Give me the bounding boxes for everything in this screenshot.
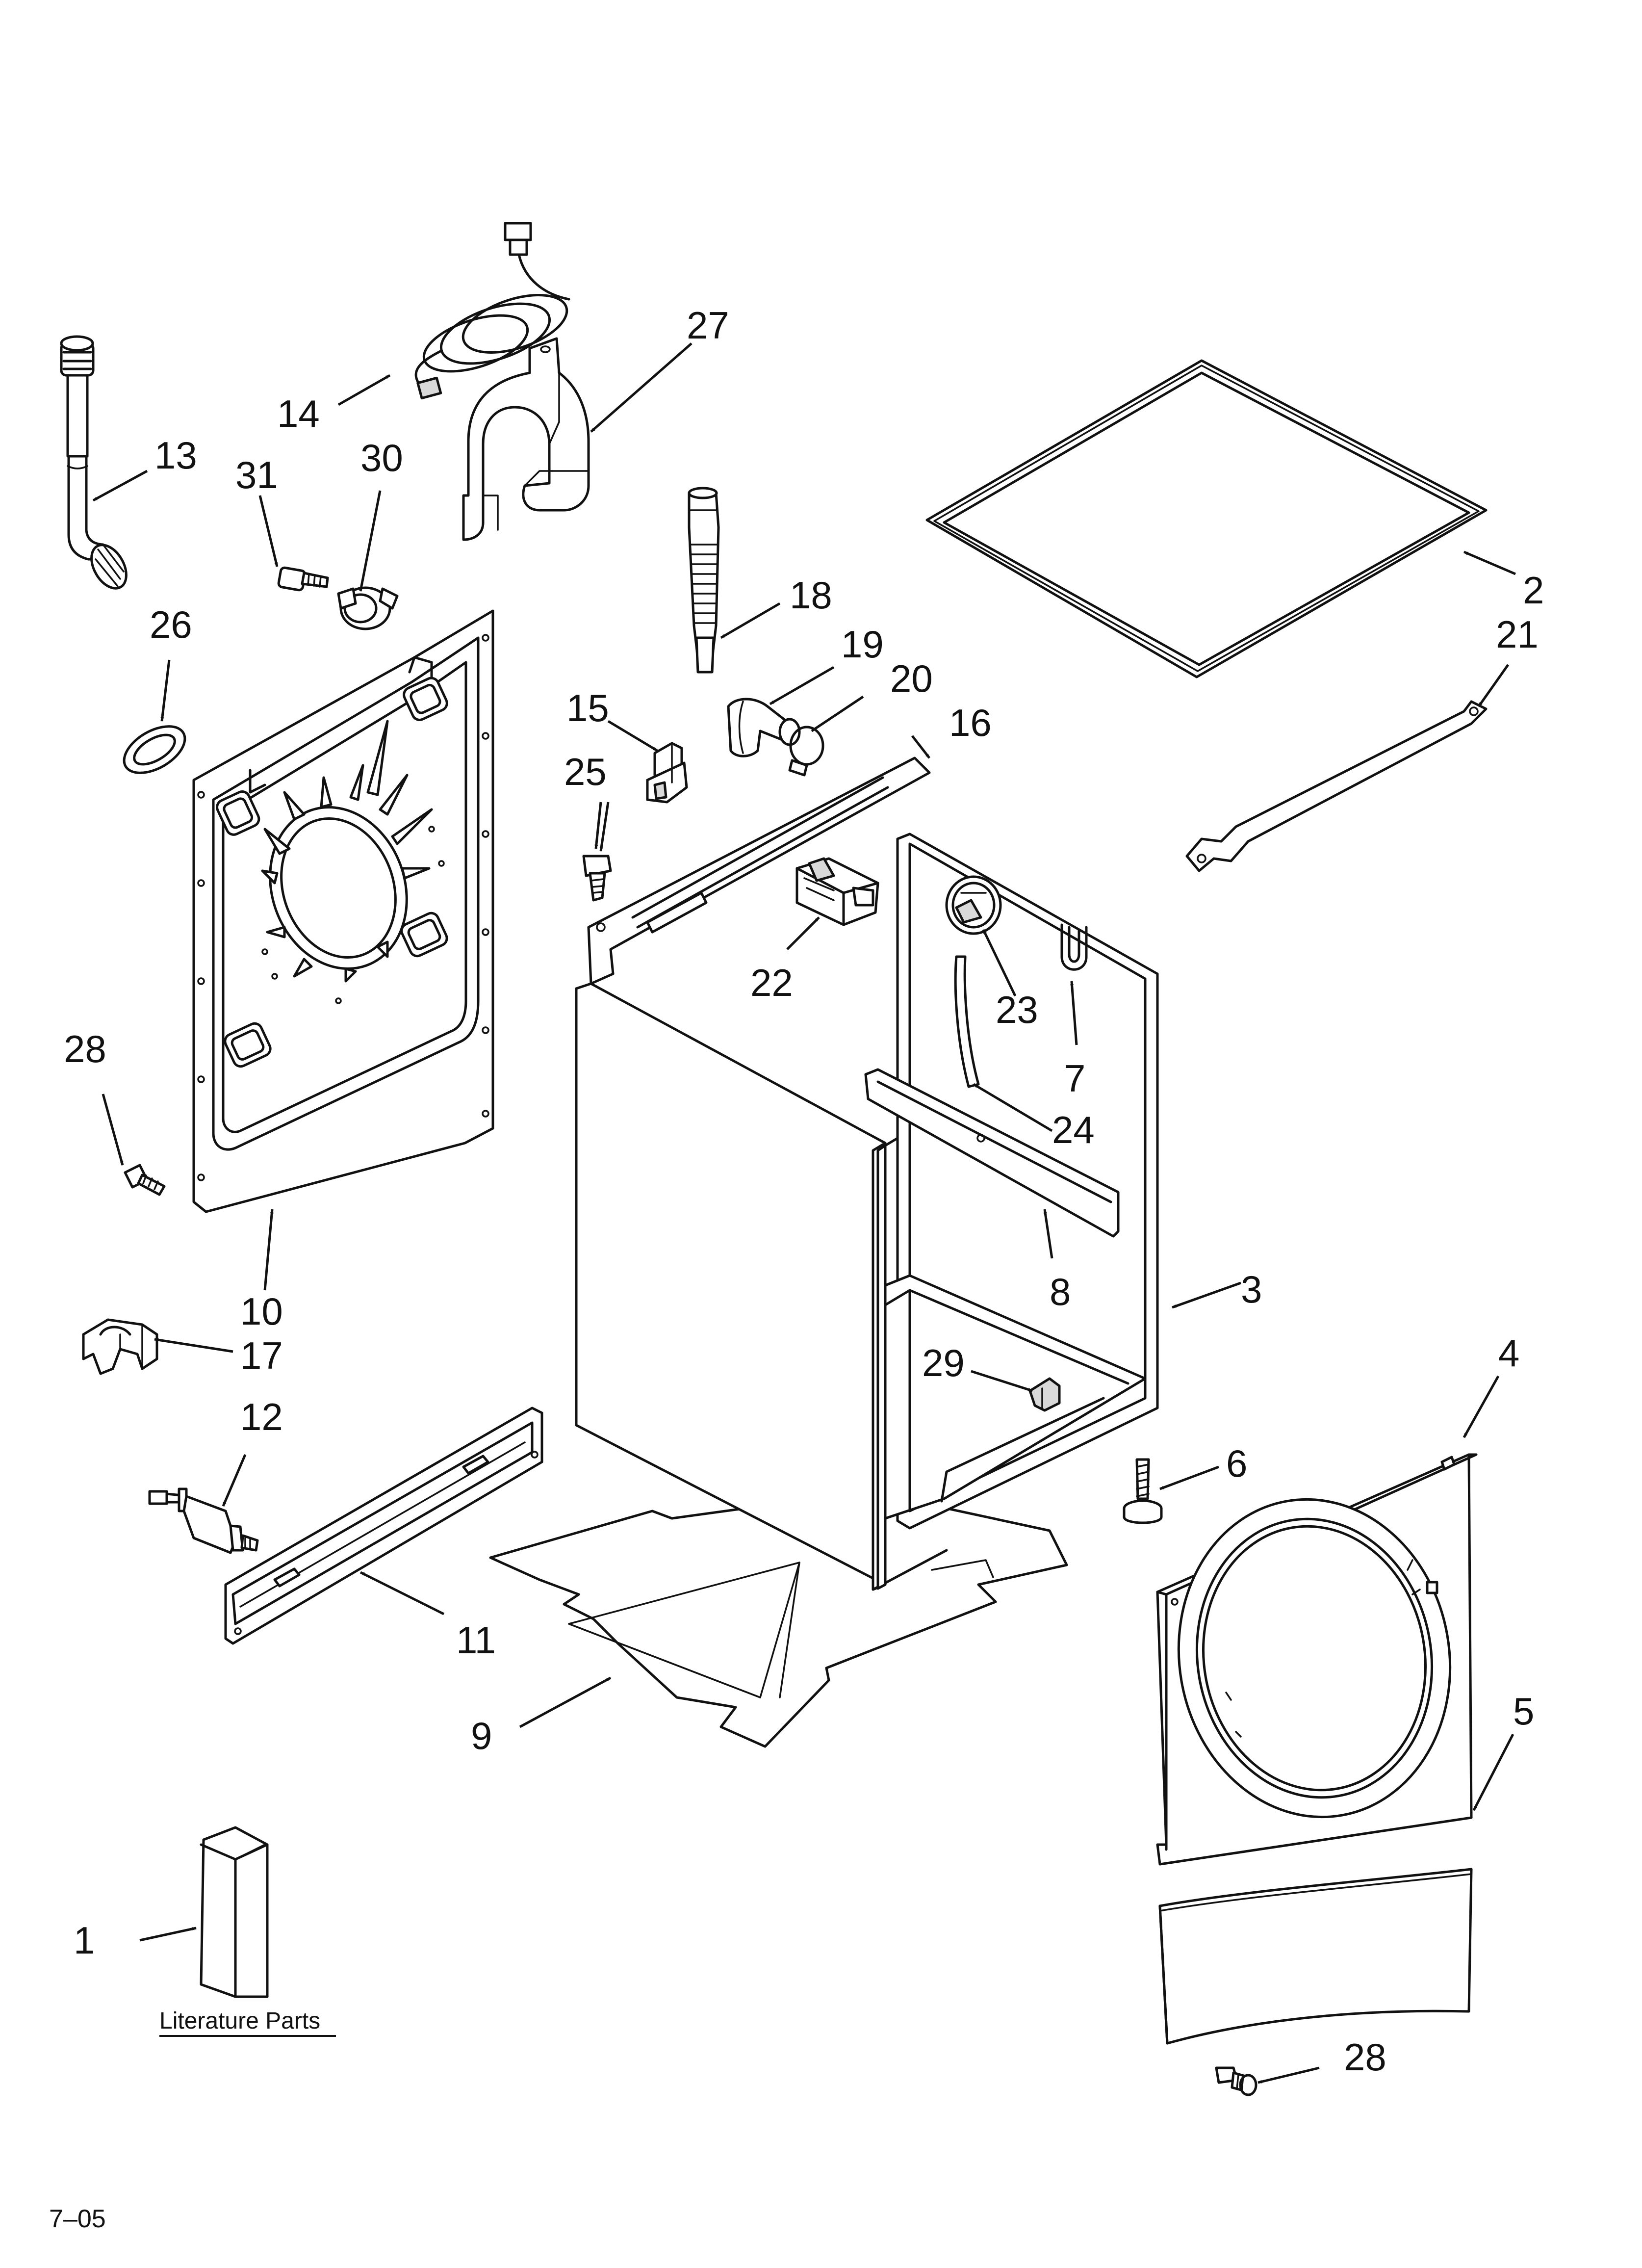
rear-panel	[192, 609, 494, 1213]
callout-13: 13	[154, 434, 197, 477]
callout-12: 12	[240, 1395, 283, 1438]
date-code: 7–05	[49, 2205, 106, 2233]
callout-9: 9	[471, 1714, 492, 1757]
callout-28b: 28	[1344, 2035, 1386, 2079]
callout-7: 7	[1064, 1057, 1085, 1100]
hose-guide	[462, 337, 590, 541]
screw-28-right	[1215, 2066, 1257, 2096]
grommet	[123, 725, 186, 774]
clip-29	[1028, 1377, 1061, 1412]
hose-clamp-20	[788, 726, 824, 777]
top-bracket	[587, 756, 931, 985]
screw-31	[277, 566, 329, 592]
leveling-foot	[1123, 1458, 1163, 1524]
callout-2: 2	[1523, 569, 1544, 612]
front-panel	[1156, 1453, 1478, 1866]
power-cord	[414, 222, 570, 400]
elbow-fitting	[727, 698, 801, 757]
callout-8: 8	[1050, 1270, 1071, 1313]
callout-4: 4	[1498, 1331, 1519, 1375]
callout-16: 16	[949, 701, 992, 744]
callout-27: 27	[687, 304, 729, 347]
water-level-switch	[945, 875, 1002, 935]
callout-30: 30	[360, 436, 403, 479]
screw-25	[582, 855, 612, 902]
callout-31: 31	[235, 453, 278, 496]
pressure-switch	[795, 857, 879, 926]
callout-23: 23	[996, 988, 1038, 1031]
literature-label: Literature Parts	[159, 2008, 320, 2034]
support-strap	[1185, 700, 1488, 872]
callout-14: 14	[277, 392, 320, 435]
hose-clamp-30	[337, 586, 399, 630]
screw-28-left	[124, 1164, 166, 1196]
cabinet-brace	[864, 1068, 1120, 1238]
literature-book	[200, 1826, 269, 1998]
top-gasket	[925, 359, 1488, 678]
drain-hose	[688, 487, 720, 674]
callout-26: 26	[150, 603, 192, 646]
callout-28a: 28	[64, 1027, 106, 1070]
callout-17: 17	[240, 1334, 283, 1377]
air-tube	[954, 955, 980, 1088]
shock-absorber	[148, 1487, 259, 1554]
callout-21: 21	[1496, 613, 1539, 656]
switch-bracket	[646, 742, 688, 804]
callout-29: 29	[922, 1341, 965, 1384]
callout-22: 22	[750, 961, 793, 1004]
callout-3: 3	[1241, 1268, 1262, 1311]
callout-24: 24	[1052, 1108, 1095, 1151]
u-clip	[1060, 923, 1088, 971]
callout-25: 25	[564, 750, 607, 793]
toe-panel	[1158, 1868, 1473, 2045]
leader-lines	[92, 342, 1516, 2084]
callout-15: 15	[566, 686, 609, 730]
callout-11: 11	[456, 1618, 496, 1662]
callout-18: 18	[790, 574, 832, 617]
callout-19: 19	[841, 623, 884, 666]
hose-clip-17	[82, 1318, 158, 1375]
callout-1: 1	[74, 1919, 95, 1962]
callout-5: 5	[1513, 1690, 1534, 1733]
mounting-rail	[224, 1407, 543, 1645]
callout-10: 10	[240, 1290, 283, 1333]
callout-6: 6	[1226, 1442, 1247, 1485]
callout-20: 20	[890, 657, 933, 700]
callout-labels: 1 2 3 4 5 6 7 8 9 10 11 12 13 14 15 16 1…	[64, 304, 1544, 2079]
inlet-hose	[60, 335, 128, 590]
